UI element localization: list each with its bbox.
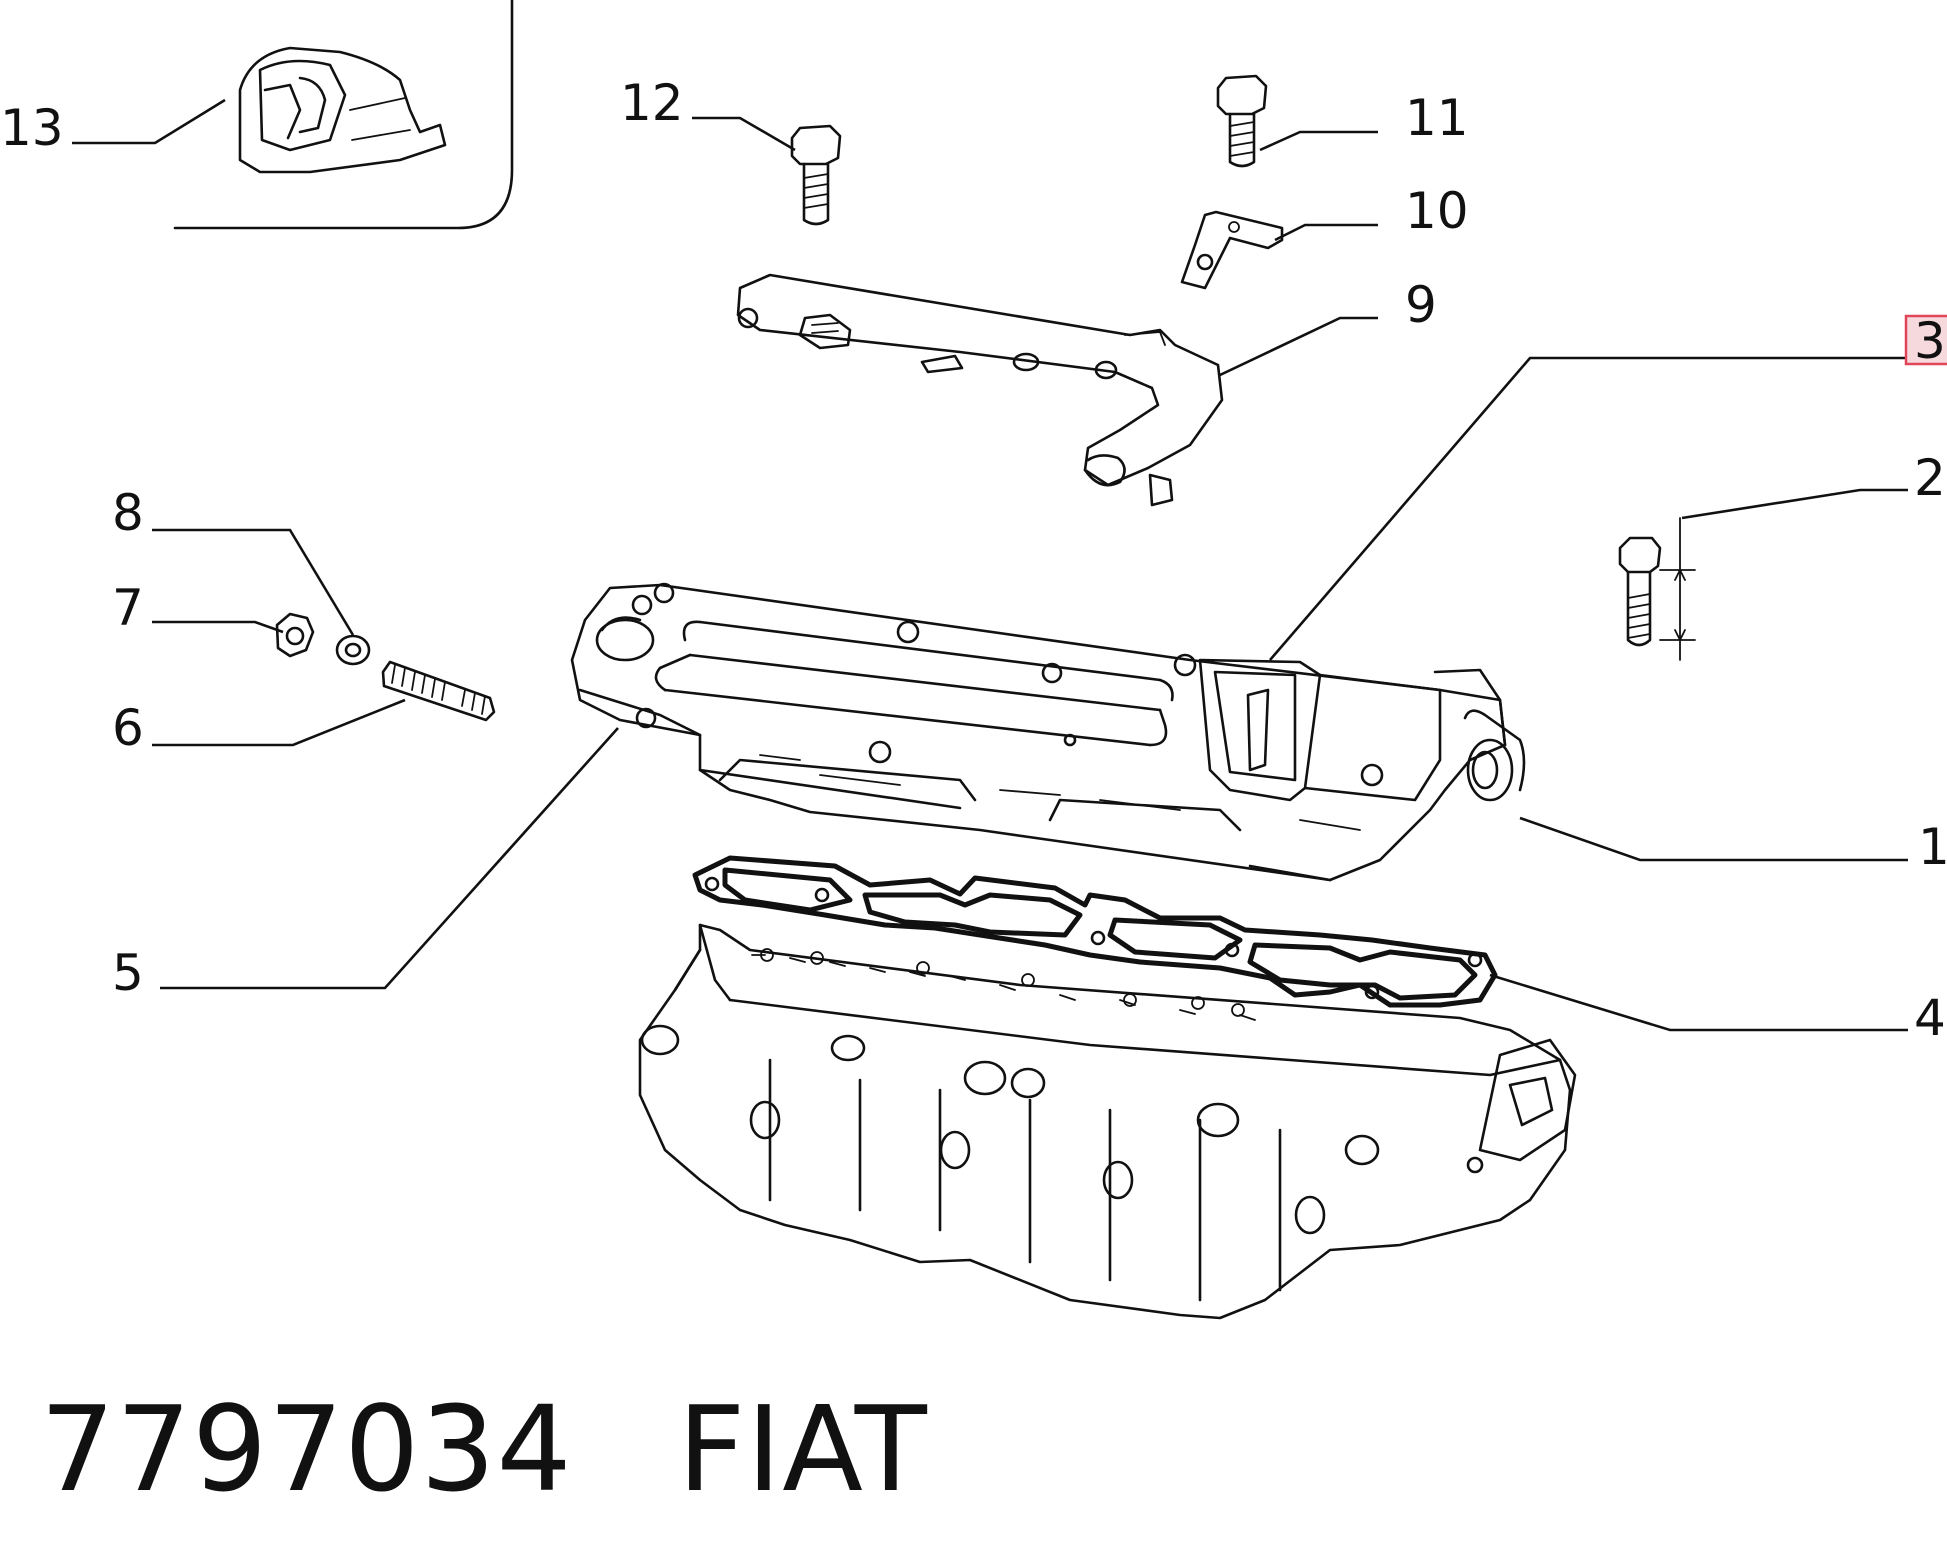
callout-labels: 13 12 11 10 9 3 2 8 7 6 1 5 4 [0,74,1947,1047]
leader-6 [152,698,406,747]
callout-5: 5 [112,944,144,1002]
part-13-clip [238,46,447,174]
callout-4: 4 [1914,989,1946,1047]
callout-8: 8 [112,484,144,542]
cylinder-head [638,923,1577,1320]
part-8-washer [335,634,371,666]
part-11-bolt [1216,74,1268,168]
leader-3 [1269,356,1905,661]
leader-1 [1519,816,1908,862]
callout-9: 9 [1405,276,1437,334]
callout-3: 3 [1914,312,1946,370]
part-7-nut [275,612,315,658]
leader-8 [152,528,355,636]
callout-3-highlight [1904,314,1947,366]
callout-7: 7 [112,579,144,637]
brand-name: FIAT [677,1380,928,1518]
leader-9 [1219,316,1378,377]
part-1-valve-cover [570,582,1526,882]
callout-6: 6 [112,699,144,757]
footer-caption: 7797034 FIAT [40,1380,928,1518]
part-4-gasket [692,855,1498,1008]
leader-13 [72,98,226,145]
part-10-bracket [1180,210,1284,290]
callout-10: 10 [1405,182,1469,240]
leader-10 [1274,223,1378,242]
part-9-pipe [736,273,1224,507]
part-6-stud [381,660,496,722]
leader-11 [1259,130,1378,152]
leader-lines [72,98,1908,1032]
leader-7 [152,620,284,634]
callout-1: 1 [1918,818,1947,876]
inset-frame [173,0,514,230]
part-2-bolt [1618,517,1696,661]
leader-4 [1489,973,1908,1032]
leader-12 [692,116,796,152]
part-number: 7797034 [40,1380,573,1518]
part-12-bolt [790,124,842,226]
callout-11: 11 [1405,89,1469,147]
leader-2 [1681,488,1908,520]
callout-13: 13 [0,99,64,157]
callout-12: 12 [620,74,684,132]
leader-5 [160,727,619,990]
callout-2: 2 [1914,449,1946,507]
